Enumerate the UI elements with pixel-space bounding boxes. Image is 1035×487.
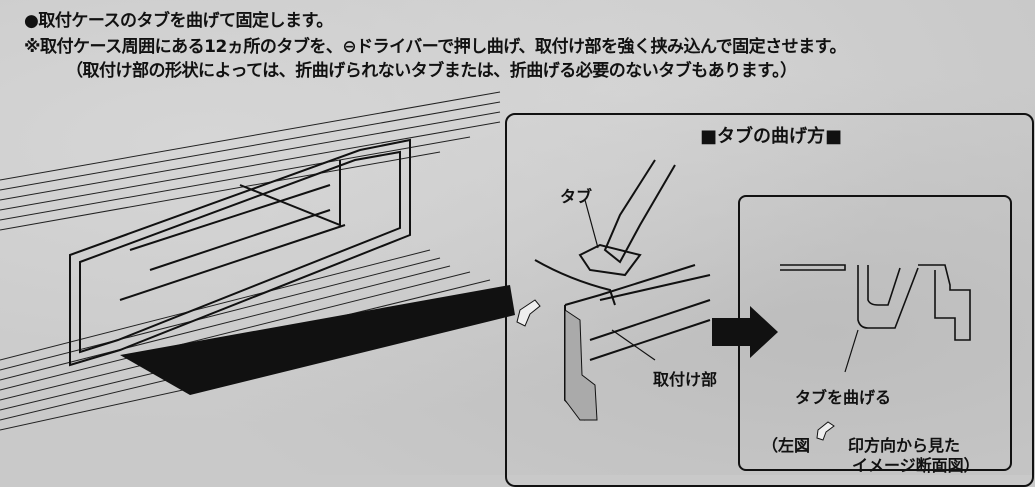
paper-background	[0, 0, 1035, 475]
cross-section-drawing	[780, 264, 971, 341]
hand-pointer-icon-caption	[816, 421, 835, 441]
label-tab: タブ	[560, 187, 593, 206]
mounting-case-illustration	[0, 91, 971, 441]
caption-line-2: イメージ断面図）	[852, 456, 980, 475]
panel-title: ■タブの曲げ方■	[700, 126, 843, 147]
cross-section-panel	[738, 195, 1012, 471]
mount-leader	[611, 329, 656, 361]
right-arrow-icon	[712, 306, 778, 358]
mount-section	[564, 309, 598, 421]
instruction-line-2: ※取付ケース周囲にある12ヵ所のタブを、⊖ドライバーで押し曲げ、取付け部を強く挟…	[24, 37, 846, 57]
caption-part-b: 印方向から見た	[848, 436, 961, 455]
tab-leader	[584, 199, 599, 249]
instruction-line-1: ●取付ケースのタブを曲げて固定します。	[24, 11, 333, 31]
label-bend-tab: タブを曲げる	[795, 388, 892, 407]
zoom-wedge	[120, 285, 515, 395]
caption-part-a: （左図	[762, 436, 811, 455]
label-mount: 取付け部	[653, 370, 718, 389]
hand-pointer-icon	[516, 299, 541, 327]
instruction-line-3: （取付け部の形状によっては、折曲げられないタブまたは、折曲げる必要のないタブもあ…	[66, 61, 797, 81]
mounting-case	[69, 138, 411, 367]
bend-leader	[844, 329, 859, 373]
